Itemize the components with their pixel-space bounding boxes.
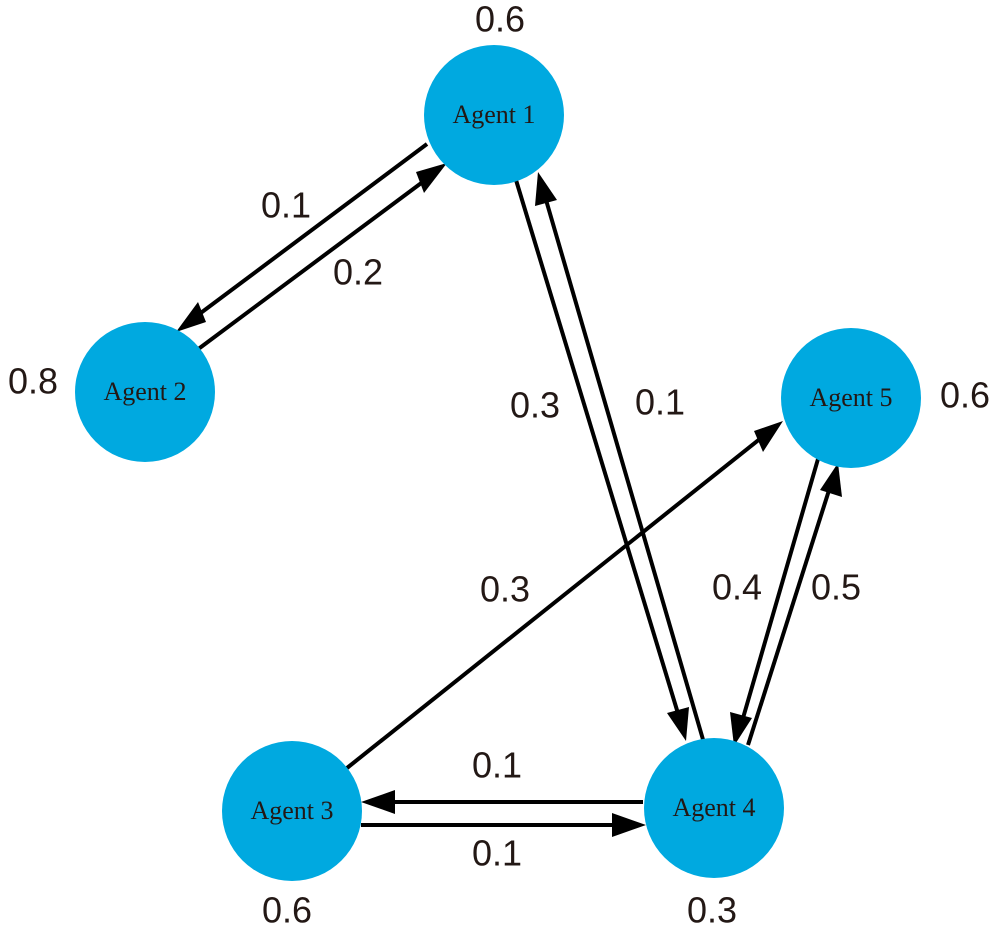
edge-weight-agent3-to-agent4: 0.1	[472, 833, 522, 874]
edge-labels-group: 0.1 0.2 0.3 0.1 0.3 0.4 0.5 0.1 0.1	[261, 185, 861, 874]
node-agent5: Agent 5	[781, 328, 921, 468]
node-label: Agent 2	[103, 377, 186, 406]
node-label: Agent 1	[452, 100, 535, 129]
node-label: Agent 4	[672, 793, 755, 822]
node-circle	[644, 738, 784, 878]
node-agent3: Agent 3	[222, 741, 362, 881]
nodes-group: Agent 1 Agent 2 Agent 3 Agent 4 Agent 5	[75, 45, 921, 881]
edge-agent4-to-agent5	[746, 483, 833, 746]
arrowhead-agent4-to-agent1	[535, 172, 557, 206]
node-label: Agent 3	[250, 796, 333, 825]
arrowhead-agent3-to-agent4	[612, 813, 646, 837]
node-value-agent4: 0.3	[687, 890, 737, 931]
node-circle	[424, 45, 564, 185]
arrowhead-agent5-to-agent4	[730, 712, 752, 746]
edge-agent3-to-agent5	[345, 432, 768, 770]
edge-weight-agent4-to-agent5: 0.5	[811, 567, 861, 608]
edges-group	[176, 142, 842, 837]
node-value-agent3: 0.6	[262, 890, 312, 931]
node-agent4: Agent 4	[644, 738, 784, 878]
edge-weight-agent1-to-agent4: 0.3	[510, 385, 560, 426]
node-label: Agent 5	[809, 383, 892, 412]
edge-agent2-to-agent1	[195, 176, 430, 352]
node-values-group: 0.6 0.8 0.6 0.3 0.6	[8, 0, 990, 931]
edge-agent1-to-agent2	[192, 142, 429, 320]
arrowhead-agent1-to-agent4	[667, 707, 689, 741]
edge-agent5-to-agent4	[739, 458, 820, 726]
node-agent1: Agent 1	[424, 45, 564, 185]
edge-weight-agent1-to-agent2: 0.1	[261, 185, 311, 226]
edge-weight-agent4-to-agent3: 0.1	[472, 745, 522, 786]
arrowhead-agent3-to-agent5	[754, 421, 783, 452]
edge-agent4-to-agent1	[542, 192, 706, 744]
node-agent2: Agent 2	[75, 322, 215, 462]
edge-weight-agent5-to-agent4: 0.4	[712, 567, 762, 608]
node-circle	[222, 741, 362, 881]
node-value-agent5: 0.6	[940, 375, 990, 416]
edge-weight-agent4-to-agent1: 0.1	[635, 382, 685, 423]
node-circle	[781, 328, 921, 468]
edge-weight-agent2-to-agent1: 0.2	[333, 252, 383, 293]
node-value-agent2: 0.8	[8, 361, 58, 402]
arrowhead-agent1-to-agent2	[176, 302, 206, 332]
arrowhead-agent2-to-agent1	[416, 163, 447, 193]
node-circle	[75, 322, 215, 462]
arrowhead-agent4-to-agent5	[820, 463, 842, 497]
edge-weight-agent3-to-agent5: 0.3	[480, 569, 530, 610]
node-value-agent1: 0.6	[475, 0, 525, 40]
edge-agent1-to-agent4	[514, 179, 682, 721]
arrowhead-agent4-to-agent3	[361, 790, 395, 814]
